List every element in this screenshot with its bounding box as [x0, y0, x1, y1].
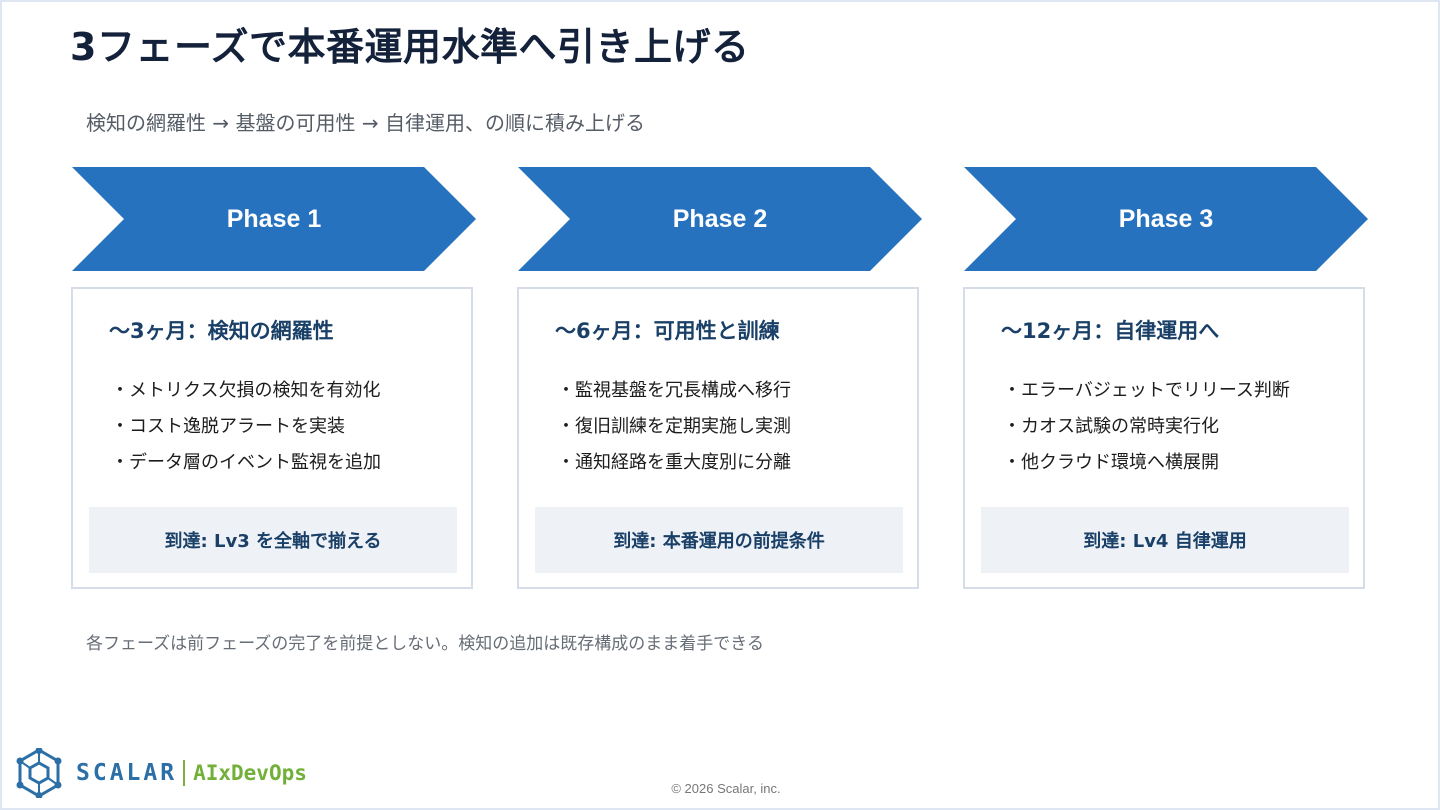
brand-tagline: AIxDevOps — [193, 761, 307, 785]
list-item: データ層のイベント監視を追加 — [111, 449, 381, 485]
scalar-logo-icon — [16, 748, 62, 798]
list-item: コスト逸脱アラートを実装 — [111, 413, 381, 449]
chevron-arrow-icon — [964, 167, 1368, 271]
slide-subtitle: 検知の網羅性 → 基盤の可用性 → 自律運用、の順に積み上げる — [86, 111, 645, 135]
brand-name: SCALAR — [76, 760, 178, 786]
phase-3-list: エラーバジェットでリリース判断 カオス試験の常時実行化 他クラウド環境へ横展開 — [1003, 377, 1290, 485]
phase-1-label: Phase 1 — [226, 204, 322, 233]
phase-2-card: 〜6ヶ月：可用性と訓練 監視基盤を冗長構成へ移行 復旧訓練を定期実施し実測 通知… — [517, 287, 919, 589]
slide-title: 3フェーズで本番運用水準へ引き上げる — [70, 25, 750, 69]
copyright: © 2026 Scalar, inc. — [671, 781, 781, 796]
chevron-arrow-icon — [72, 167, 476, 271]
list-item: カオス試験の常時実行化 — [1003, 413, 1290, 449]
phase-1-list: メトリクス欠損の検知を有効化 コスト逸脱アラートを実装 データ層のイベント監視を… — [111, 377, 381, 485]
phase-3-goal: 到達: Lv4 自律運用 — [981, 507, 1349, 573]
footnote: 各フェーズは前フェーズの完了を前提としない。検知の追加は既存構成のまま着手できる — [86, 634, 764, 654]
phase-2-goal: 到達: 本番運用の前提条件 — [535, 507, 903, 573]
phase-2-label: Phase 2 — [672, 204, 768, 233]
list-item: メトリクス欠損の検知を有効化 — [111, 377, 381, 413]
phase-1-heading: 〜3ヶ月：検知の網羅性 — [109, 319, 334, 343]
list-item: エラーバジェットでリリース判断 — [1003, 377, 1290, 413]
phase-2-heading: 〜6ヶ月：可用性と訓練 — [555, 319, 780, 343]
list-item: 監視基盤を冗長構成へ移行 — [557, 377, 791, 413]
phase-3-heading: 〜12ヶ月：自律運用へ — [1001, 319, 1220, 343]
phase-1-chevron: Phase 1 — [72, 167, 476, 271]
footer-logo: SCALAR AIxDevOps — [16, 748, 307, 798]
phase-3-chevron: Phase 3 — [964, 167, 1368, 271]
phase-3-label: Phase 3 — [1118, 204, 1214, 233]
brand-divider — [183, 760, 186, 786]
phase-2-chevron: Phase 2 — [518, 167, 922, 271]
phase-3-card: 〜12ヶ月：自律運用へ エラーバジェットでリリース判断 カオス試験の常時実行化 … — [963, 287, 1365, 589]
phase-1-goal: 到達: Lv3 を全軸で揃える — [89, 507, 457, 573]
phase-1-card: 〜3ヶ月：検知の網羅性 メトリクス欠損の検知を有効化 コスト逸脱アラートを実装 … — [71, 287, 473, 589]
list-item: 通知経路を重大度別に分離 — [557, 449, 791, 485]
list-item: 復旧訓練を定期実施し実測 — [557, 413, 791, 449]
chevron-arrow-icon — [518, 167, 922, 271]
list-item: 他クラウド環境へ横展開 — [1003, 449, 1290, 485]
phase-2-list: 監視基盤を冗長構成へ移行 復旧訓練を定期実施し実測 通知経路を重大度別に分離 — [557, 377, 791, 485]
